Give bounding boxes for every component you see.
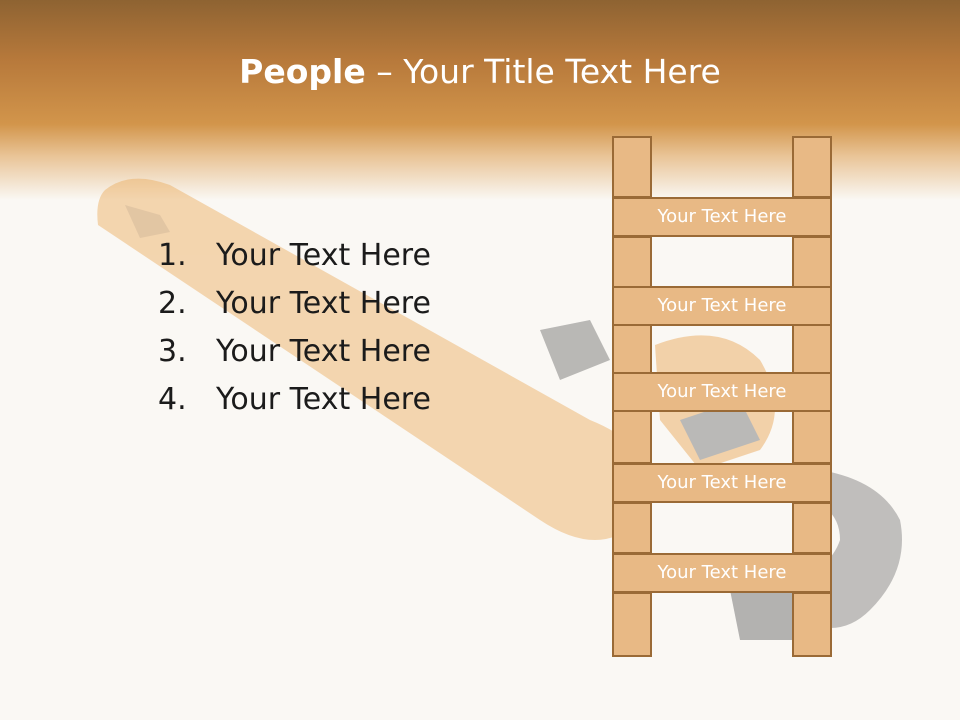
list-number: 4. xyxy=(158,382,187,417)
list-item: 3. Your Text Here xyxy=(158,328,431,376)
ladder-rail-right xyxy=(792,324,832,374)
ladder-rung: Your Text Here xyxy=(612,553,832,593)
ladder-rung: Your Text Here xyxy=(612,197,832,237)
list-number: 1. xyxy=(158,238,187,273)
list-text: Your Text Here xyxy=(216,286,431,321)
list-item: 1. Your Text Here xyxy=(158,232,431,280)
ladder-rail-right xyxy=(792,410,832,464)
ladder-rail-left xyxy=(612,324,652,374)
ladder-rail-right xyxy=(792,136,832,198)
ladder-rail-right xyxy=(792,502,832,554)
ladder-rail-left xyxy=(612,592,652,657)
slide-title: People – Your Title Text Here xyxy=(0,52,960,91)
title-rest: – Your Title Text Here xyxy=(365,52,721,91)
list-text: Your Text Here xyxy=(216,238,431,273)
list-number: 3. xyxy=(158,334,187,369)
ladder-rung: Your Text Here xyxy=(612,286,832,326)
numbered-list: 1. Your Text Here 2. Your Text Here 3. Your… xyxy=(158,232,431,424)
ladder-rail-right xyxy=(792,236,832,288)
ladder-rail-left xyxy=(612,410,652,464)
ladder-rail-right xyxy=(792,592,832,657)
list-number: 2. xyxy=(158,286,187,321)
ladder-rail-left xyxy=(612,236,652,288)
ladder-rung: Your Text Here xyxy=(612,463,832,503)
ladder-rail-left xyxy=(612,502,652,554)
list-text: Your Text Here xyxy=(216,334,431,369)
ladder-rail-left xyxy=(612,136,652,198)
title-strong: People xyxy=(239,52,366,91)
list-item: 4. Your Text Here xyxy=(158,376,431,424)
list-text: Your Text Here xyxy=(216,382,431,417)
list-item: 2. Your Text Here xyxy=(158,280,431,328)
ladder-rung: Your Text Here xyxy=(612,372,832,412)
